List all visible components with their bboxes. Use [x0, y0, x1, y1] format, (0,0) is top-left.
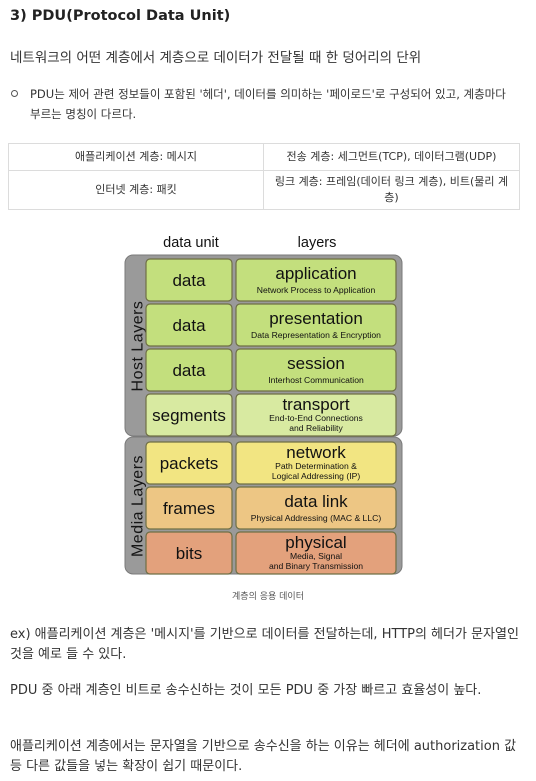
layer-box [235, 258, 397, 302]
layer-description: Data Representation & Encryption [251, 330, 381, 340]
diagram-caption: 계층의 응용 데이터 [232, 592, 304, 602]
layer-box [235, 486, 397, 530]
data-unit-label: data [172, 316, 206, 335]
table-cell: 전송 계층: 세그먼트(TCP), 데이터그램(UDP) [263, 143, 520, 171]
host-layers-label: Host Layers [130, 301, 147, 392]
data-unit-box [145, 531, 233, 575]
bullet-circle-icon [11, 90, 18, 97]
header-layers: layers [298, 235, 337, 251]
layer-name: presentation [269, 309, 363, 328]
bullet-text: PDU는 제어 관련 정보들이 포함된 '헤더', 데이터를 의미하는 '페이로… [30, 87, 506, 121]
data-unit-box [145, 393, 233, 437]
layer-description: and Binary Transmission [269, 561, 363, 571]
layer-box [235, 441, 397, 485]
layer-description: End-to-End Connections [269, 413, 363, 423]
osi-layers-diagram: data unit layers Host Layers Media Layer… [124, 235, 403, 575]
layer-description: Logical Addressing (IP) [272, 471, 361, 481]
layer-name: transport [282, 395, 349, 414]
section-heading: 3) PDU(Protocol Data Unit) [10, 8, 231, 24]
table-row: 애플리케이션 계층: 메시지 전송 계층: 세그먼트(TCP), 데이터그램(U… [8, 143, 520, 171]
table-row: 인터넷 계층: 패킷 링크 계층: 프레임(데이터 링크 계층), 비트(물리 … [8, 170, 520, 210]
layer-box [235, 531, 397, 575]
layer-description: Network Process to Application [257, 285, 376, 295]
layer-description: and Reliability [289, 423, 343, 433]
layer-box [235, 303, 397, 347]
pdu-definition: 네트워크의 어떤 계층에서 계층으로 데이터가 전달될 때 한 덩어리의 단위 [10, 50, 422, 66]
layer-name: application [275, 264, 356, 283]
data-unit-label: data [172, 361, 206, 380]
data-unit-label: frames [163, 499, 215, 518]
table-cell: 링크 계층: 프레임(데이터 링크 계층), 비트(물리 계층) [263, 170, 520, 210]
paragraph: ex) 애플리케이션 계층은 '메시지'를 기반으로 데이터를 전달하는데, H… [10, 627, 519, 662]
layer-name: physical [285, 533, 346, 552]
layer-name: data link [284, 492, 348, 511]
pdu-table: 애플리케이션 계층: 메시지 전송 계층: 세그먼트(TCP), 데이터그램(U… [8, 143, 520, 210]
data-unit-box [145, 441, 233, 485]
layer-description: Media, Signal [290, 551, 342, 561]
header-data-unit: data unit [163, 235, 219, 251]
layer-name: network [286, 443, 346, 462]
data-unit-label: bits [176, 544, 202, 563]
data-unit-label: data [172, 271, 206, 290]
paragraph: PDU 중 아래 계층인 비트로 송수신하는 것이 모든 PDU 중 가장 빠르… [10, 683, 482, 698]
data-unit-label: segments [152, 406, 226, 425]
media-layers-label: Media Layers [130, 455, 147, 557]
layer-box [235, 348, 397, 392]
layer-description: Physical Addressing (MAC & LLC) [251, 513, 382, 523]
layer-box [235, 393, 397, 437]
data-unit-box [145, 258, 233, 302]
data-unit-box [145, 348, 233, 392]
layer-description: Interhost Communication [268, 375, 364, 385]
data-unit-label: packets [160, 454, 219, 473]
layer-description: Path Determination & [275, 461, 357, 471]
table-cell: 애플리케이션 계층: 메시지 [8, 143, 264, 171]
table-cell: 인터넷 계층: 패킷 [8, 170, 264, 210]
data-unit-box [145, 486, 233, 530]
data-unit-box [145, 303, 233, 347]
layer-name: session [287, 354, 345, 373]
paragraph: 애플리케이션 계층에서는 문자열을 기반으로 송수신을 하는 이유는 헤더에 a… [10, 739, 517, 774]
